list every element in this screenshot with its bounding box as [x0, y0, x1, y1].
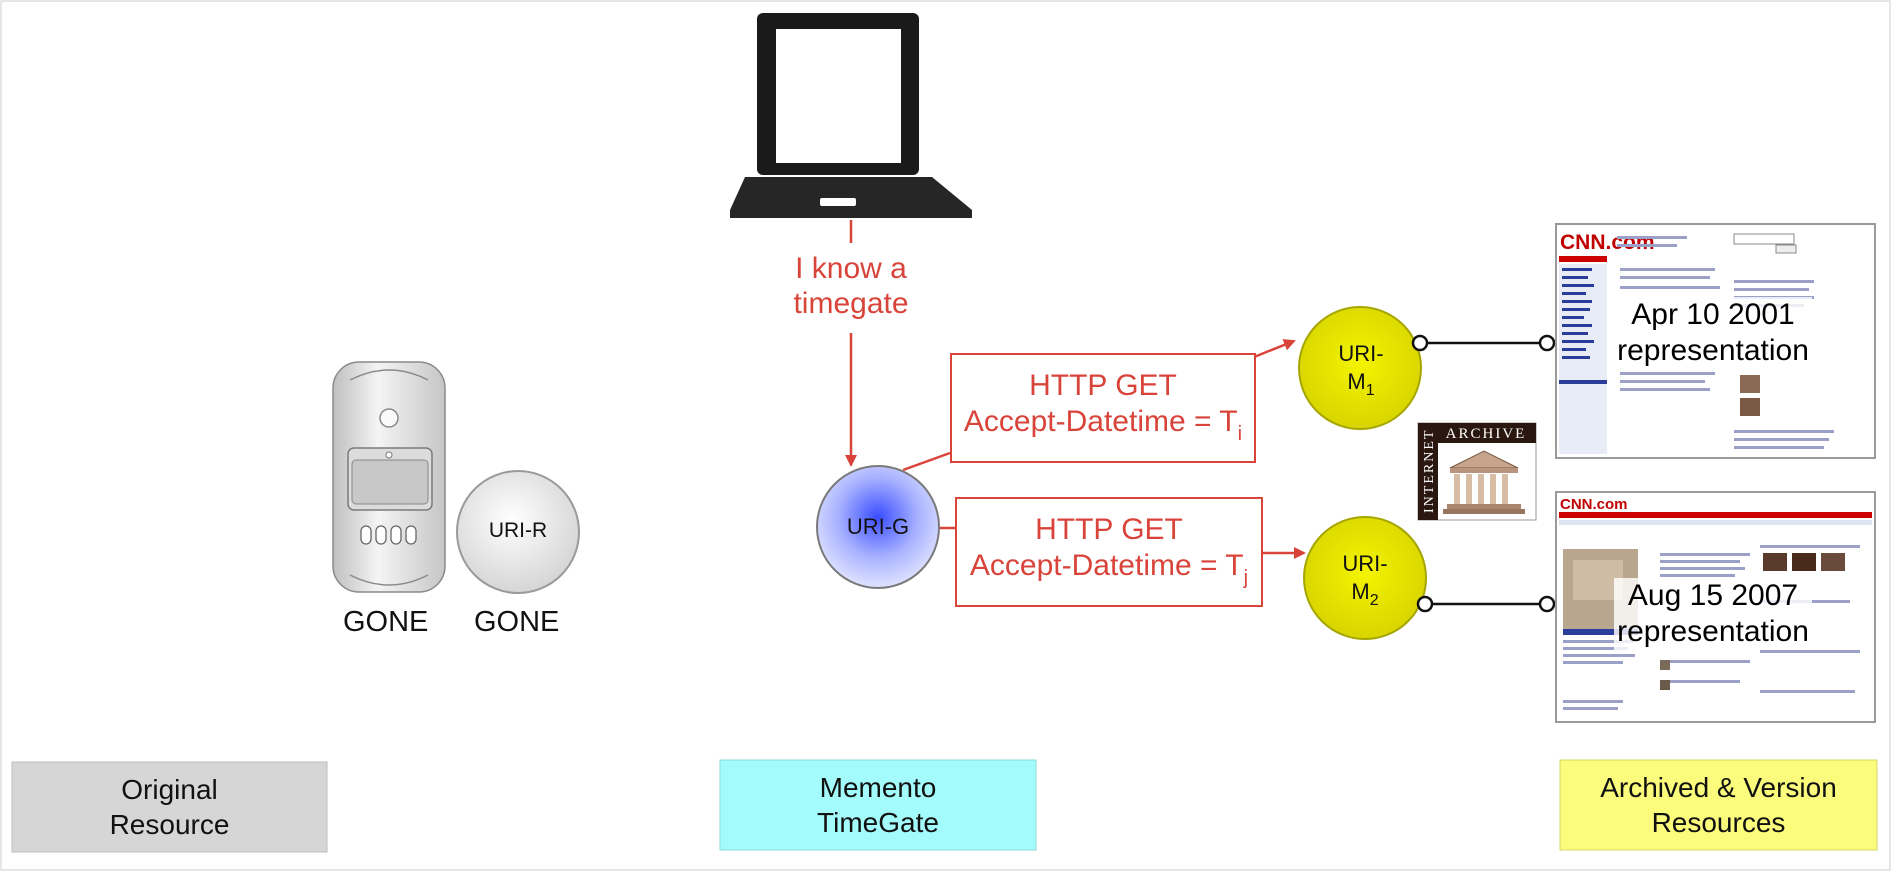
column-box-timegate	[719, 759, 1037, 851]
uri-m1-sub: 1	[1365, 382, 1375, 399]
column-label-archived: Archived & Version Resources	[1560, 760, 1877, 850]
laptop-icon	[730, 13, 972, 218]
uri-m2-line1: URI-	[1342, 551, 1388, 576]
uri-m2-line2: M2	[1304, 578, 1426, 615]
column-box-archived	[1559, 759, 1878, 851]
know-timegate-line2: timegate	[793, 287, 909, 320]
column-timegate-text: Memento TimeGate	[817, 772, 939, 838]
representation-2001-label: Apr 10 2001 representation	[1614, 297, 1812, 369]
rep-2001-word: representation	[1617, 334, 1809, 367]
rep-2001-date: Apr 10 2001	[1631, 298, 1795, 331]
m2-link-end	[1538, 595, 1556, 613]
uri-m1-base: M	[1347, 369, 1366, 394]
uri-m2-base: M	[1351, 579, 1370, 604]
m1-link-end	[1538, 334, 1556, 352]
internet-archive-logo: ARCHIVE INTERNET	[1417, 422, 1537, 521]
uri-r-label: URI-R	[488, 519, 548, 542]
uri-r-node	[456, 470, 580, 594]
column-original-text: Original Resource	[109, 774, 230, 840]
column-box-original	[11, 761, 328, 853]
cnn-2001-logo: CNN.com	[1560, 231, 1655, 254]
cnn-2001-screenshot: CNN.com	[1555, 223, 1876, 459]
http-get-request-1: HTTP GET Accept-Datetime = Ti	[950, 353, 1256, 463]
timegate-to-request1-line	[902, 451, 951, 472]
request-1-header: Accept-Datetime = Ti	[952, 404, 1254, 452]
archive-logo-word1: INTERNET	[1422, 429, 1437, 513]
request-1-header-sub: i	[1237, 423, 1243, 445]
archive-logo-word2: ARCHIVE	[1446, 426, 1527, 442]
m1-link-start	[1411, 334, 1429, 352]
request-2-header-sub: j	[1243, 567, 1249, 589]
column-label-timegate: Memento TimeGate	[720, 760, 1036, 850]
m2-link-start	[1416, 595, 1434, 613]
request-1-method: HTTP GET	[1029, 369, 1177, 402]
know-timegate-line1: I know a	[795, 252, 907, 285]
uri-m1-line2: M1	[1300, 368, 1422, 405]
gone-label-uri-r: GONE	[474, 606, 560, 638]
rep-2007-date: Aug 15 2007	[1627, 579, 1799, 612]
uri-m1-node	[1298, 306, 1422, 430]
server-icon	[332, 361, 446, 593]
uri-m1-label: URI- M1	[1300, 340, 1422, 405]
uri-g-label: URI-G	[846, 514, 910, 539]
request-1-header-text: Accept-Datetime = T	[963, 405, 1238, 438]
uri-m2-label: URI- M2	[1304, 550, 1426, 615]
request-2-header: Accept-Datetime = Tj	[957, 548, 1261, 596]
request-2-method: HTTP GET	[1035, 513, 1183, 546]
column-archived-text: Archived & Version Resources	[1600, 772, 1837, 838]
uri-m1-line1: URI-	[1338, 341, 1384, 366]
representation-2007-label: Aug 15 2007 representation	[1614, 578, 1812, 650]
http-get-request-2: HTTP GET Accept-Datetime = Tj	[955, 497, 1263, 607]
uri-m2-node	[1303, 516, 1427, 640]
column-label-original: Original Resource	[12, 762, 327, 852]
cnn-2007-logo: CNN.com	[1560, 496, 1628, 513]
rep-2007-word: representation	[1617, 615, 1809, 648]
uri-g-node	[816, 465, 940, 589]
gone-label-server: GONE	[343, 606, 429, 638]
uri-m2-sub: 2	[1369, 592, 1379, 609]
request-2-header-text: Accept-Datetime = T	[969, 549, 1244, 582]
request1-to-m1-arrow	[1253, 339, 1296, 359]
